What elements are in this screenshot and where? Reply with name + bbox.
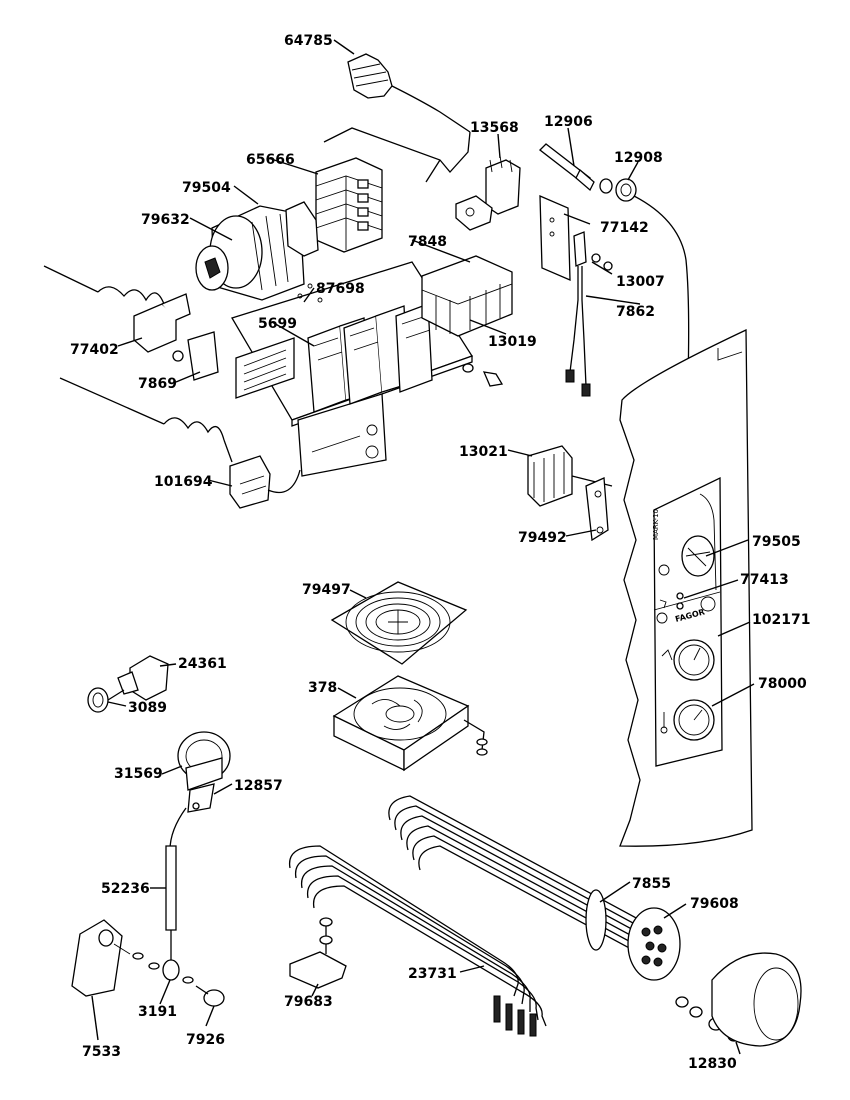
label-102171: 102171 xyxy=(752,612,810,628)
pressure-tube-part xyxy=(132,807,187,981)
float-cover-part xyxy=(71,919,131,997)
label-7848: 7848 xyxy=(408,234,447,250)
svg-text:MARK-10: MARK-10 xyxy=(652,509,660,540)
label-7533: 7533 xyxy=(82,1044,121,1060)
element-bracket-part xyxy=(289,917,347,989)
label-79683: 79683 xyxy=(284,994,333,1010)
cable-gland-part xyxy=(347,53,471,133)
wire-lead-part xyxy=(565,231,613,397)
contactor-part xyxy=(297,283,433,413)
label-24361: 24361 xyxy=(178,656,227,672)
label-87698: 87698 xyxy=(316,281,365,297)
cable-harness xyxy=(323,127,471,183)
element-flange-part xyxy=(388,795,802,1047)
label-12830: 12830 xyxy=(688,1056,737,1072)
part-labels: 64785 13568 12906 12908 65666 79504 7963… xyxy=(70,33,810,1072)
thermostat-probe-part xyxy=(539,143,690,381)
rotary-switch-part xyxy=(527,445,613,542)
label-79632: 79632 xyxy=(141,212,190,228)
label-7855: 7855 xyxy=(632,876,671,892)
label-13021: 13021 xyxy=(459,444,508,460)
label-79608: 79608 xyxy=(690,896,739,912)
label-12857: 12857 xyxy=(234,778,283,794)
label-64785: 64785 xyxy=(284,33,333,49)
capillary-thermostat-part xyxy=(43,265,301,509)
bracket-plate-part xyxy=(539,195,571,281)
bolt-part xyxy=(182,976,225,1007)
fan-grille-part xyxy=(330,581,468,665)
heating-element-part xyxy=(288,845,547,1037)
label-7862: 7862 xyxy=(616,304,655,320)
label-378: 378 xyxy=(308,680,337,696)
label-52236: 52236 xyxy=(101,881,150,897)
label-13019: 13019 xyxy=(488,334,537,350)
front-control-panel: MARK-10 FAGOR xyxy=(619,328,753,847)
leader-lines xyxy=(91,39,755,1055)
label-78000: 78000 xyxy=(758,676,807,692)
label-5699: 5699 xyxy=(258,316,297,332)
label-7926: 7926 xyxy=(186,1032,225,1048)
label-23731: 23731 xyxy=(408,966,457,982)
label-12906: 12906 xyxy=(544,114,593,130)
label-79504: 79504 xyxy=(182,180,231,196)
label-79492: 79492 xyxy=(518,530,567,546)
relay-block-part xyxy=(421,255,513,337)
label-3191: 3191 xyxy=(138,1004,177,1020)
label-77402: 77402 xyxy=(70,342,119,358)
terminal-block-part xyxy=(315,157,383,253)
label-7869: 7869 xyxy=(138,376,177,392)
relay-socket-part xyxy=(455,155,521,231)
indicator-lamp-part xyxy=(87,655,169,713)
selector-switch-part xyxy=(195,201,319,301)
axial-fan-part xyxy=(332,675,488,772)
label-79497: 79497 xyxy=(302,582,351,598)
label-3089: 3089 xyxy=(128,700,167,716)
label-65666: 65666 xyxy=(246,152,295,168)
label-31569: 31569 xyxy=(114,766,163,782)
screw-part xyxy=(462,363,504,387)
label-12908: 12908 xyxy=(614,150,663,166)
label-79505: 79505 xyxy=(752,534,801,550)
label-13007: 13007 xyxy=(616,274,665,290)
label-101694: 101694 xyxy=(154,474,213,490)
label-77413: 77413 xyxy=(740,572,789,588)
label-13568: 13568 xyxy=(470,120,519,136)
pressure-switch-part xyxy=(177,731,231,813)
label-77142: 77142 xyxy=(600,220,649,236)
